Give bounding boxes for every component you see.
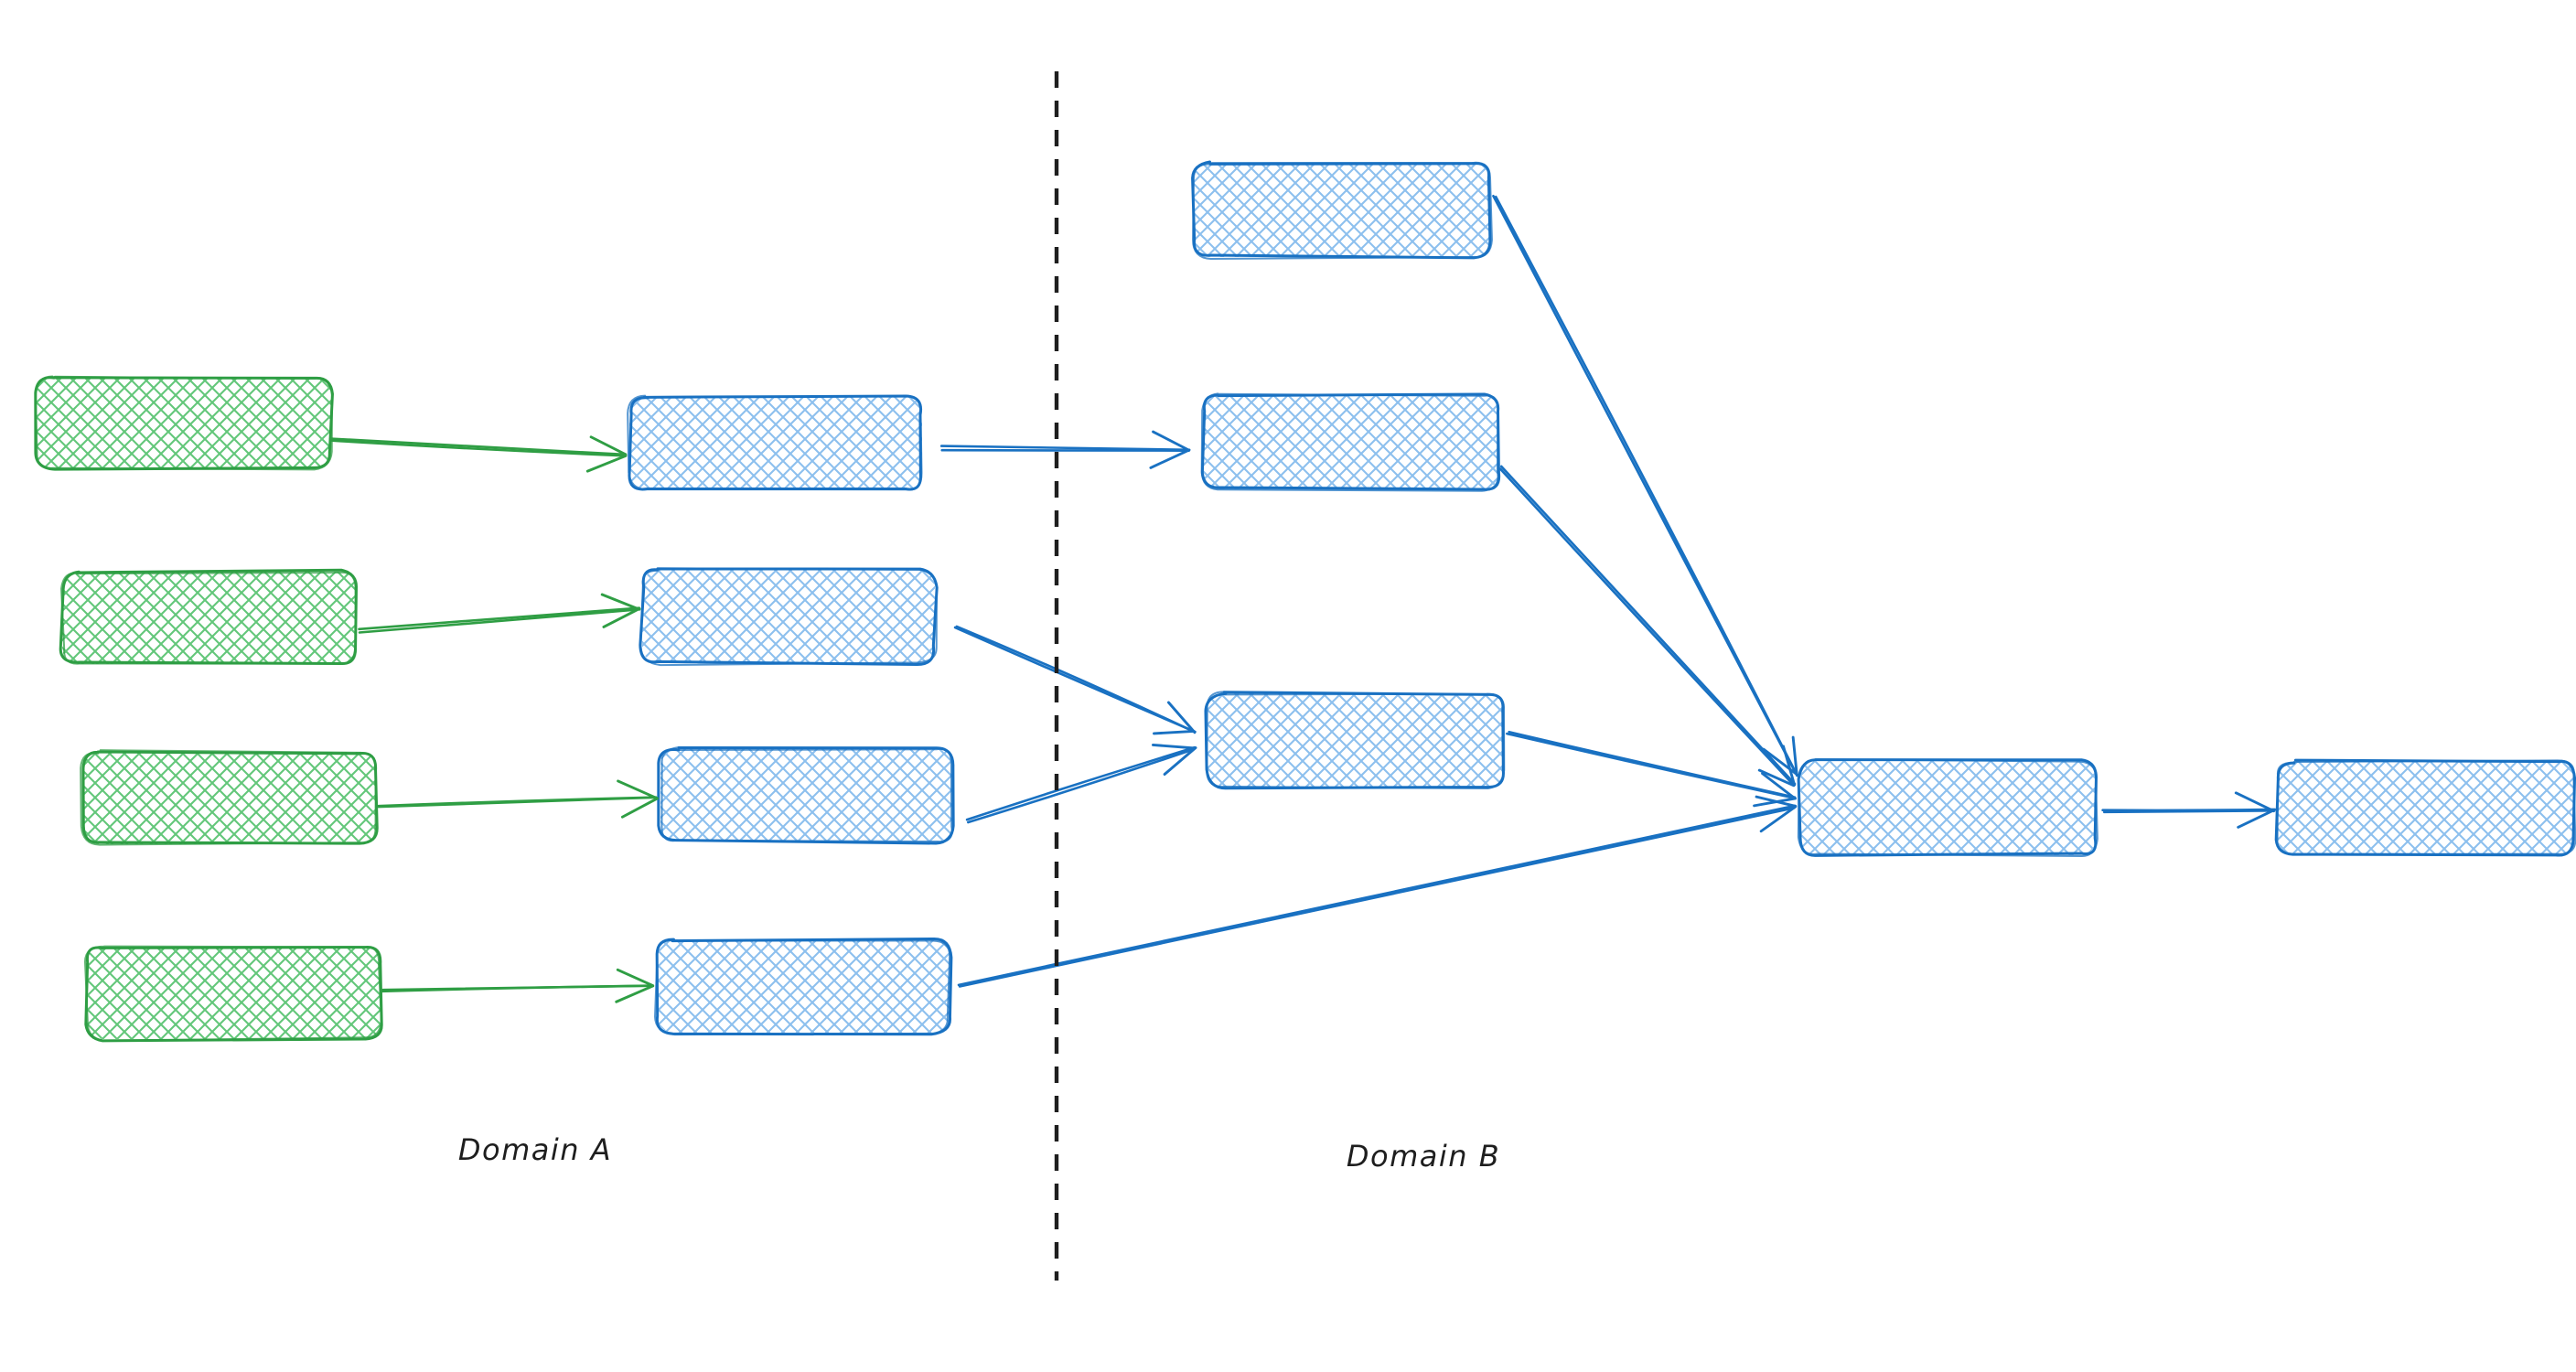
edge-e4[interactable] bbox=[380, 968, 655, 1003]
edge-arrowhead bbox=[620, 797, 659, 819]
edge-arrowhead bbox=[1152, 743, 1197, 750]
node-m4[interactable] bbox=[654, 937, 953, 1036]
node-outline bbox=[60, 571, 358, 665]
node-a2[interactable] bbox=[59, 568, 358, 666]
edge-shaft bbox=[1499, 465, 1797, 786]
node-fill bbox=[82, 752, 377, 844]
edge-shaft bbox=[958, 806, 1796, 988]
node-a1[interactable] bbox=[34, 375, 334, 471]
node-outline bbox=[83, 945, 382, 1042]
edge-arrowhead bbox=[1167, 701, 1197, 734]
edge-shaft bbox=[328, 437, 628, 456]
edge-shaft bbox=[953, 626, 1197, 734]
edge-arrowhead bbox=[1153, 729, 1196, 735]
node-a3[interactable] bbox=[80, 749, 379, 846]
node-fill bbox=[2278, 761, 2574, 855]
edge-arrowhead bbox=[1791, 735, 1798, 777]
edge-arrowhead bbox=[1755, 795, 1798, 808]
label-domain-b: Domain B bbox=[1347, 1139, 1500, 1174]
node-outline bbox=[1797, 758, 2098, 858]
node-fill bbox=[62, 572, 357, 664]
edge-shaft bbox=[967, 747, 1196, 824]
edge-e2[interactable] bbox=[358, 593, 641, 634]
edge-shaft bbox=[358, 608, 639, 634]
node-a4[interactable] bbox=[83, 945, 383, 1043]
node-fill bbox=[37, 377, 331, 469]
edge-arrowhead bbox=[1163, 746, 1197, 776]
node-outline bbox=[1200, 392, 1499, 492]
node-b2[interactable] bbox=[1200, 392, 1501, 492]
edge-e1[interactable] bbox=[328, 435, 628, 473]
node-fill bbox=[1194, 163, 1490, 257]
node-outline bbox=[627, 394, 923, 491]
node-fill bbox=[86, 947, 381, 1039]
edge-shaft bbox=[1492, 194, 1798, 777]
nodes-layer bbox=[34, 160, 2576, 1043]
node-fill bbox=[1800, 761, 2097, 855]
edge-arrowhead bbox=[1782, 745, 1797, 787]
node-outline bbox=[1192, 161, 1493, 261]
labels-layer: Domain A Domain B bbox=[458, 1132, 1500, 1174]
node-fill bbox=[1203, 395, 1499, 489]
node-m1[interactable] bbox=[627, 394, 923, 491]
edge-arrowhead bbox=[600, 593, 641, 611]
edge-e10[interactable] bbox=[1506, 730, 1798, 808]
edge-arrowhead bbox=[1759, 805, 1798, 833]
node-outline bbox=[80, 749, 377, 846]
edge-e8[interactable] bbox=[1492, 194, 1799, 777]
edge-shaft bbox=[358, 606, 641, 631]
node-fill bbox=[642, 570, 935, 663]
edge-arrowhead bbox=[2234, 791, 2275, 813]
edge-arrowhead bbox=[616, 968, 654, 987]
edge-e6[interactable] bbox=[953, 625, 1197, 735]
edge-e5[interactable] bbox=[939, 430, 1191, 469]
edge-shaft bbox=[380, 984, 655, 993]
node-b3[interactable] bbox=[1204, 691, 1506, 790]
node-outline bbox=[84, 946, 383, 1043]
edge-shaft bbox=[957, 804, 1797, 987]
node-outline bbox=[660, 746, 953, 843]
edge-e9[interactable] bbox=[1498, 465, 1797, 788]
edge-arrowhead bbox=[602, 606, 641, 628]
node-fill bbox=[660, 748, 953, 841]
edge-shaft bbox=[939, 445, 1191, 452]
node-outline bbox=[2276, 759, 2576, 855]
edge-arrowhead bbox=[1152, 430, 1191, 452]
edge-shaft bbox=[965, 745, 1197, 821]
edge-arrowhead bbox=[2237, 809, 2275, 829]
edge-shaft bbox=[2103, 809, 2276, 814]
edge-e11[interactable] bbox=[957, 795, 1798, 988]
edge-arrowhead bbox=[1149, 448, 1190, 469]
node-outline bbox=[1206, 691, 1506, 789]
node-fill bbox=[629, 397, 922, 490]
edge-e3[interactable] bbox=[377, 779, 660, 819]
node-outline bbox=[657, 745, 955, 845]
edge-shaft bbox=[330, 439, 628, 457]
node-outline bbox=[639, 567, 938, 667]
edge-arrowhead bbox=[617, 779, 660, 800]
edge-arrowhead bbox=[1757, 768, 1796, 788]
node-b1[interactable] bbox=[1191, 160, 1493, 261]
node-fill bbox=[657, 939, 950, 1033]
node-b5[interactable] bbox=[2274, 758, 2576, 857]
node-m3[interactable] bbox=[657, 745, 955, 845]
edge-e7[interactable] bbox=[965, 743, 1197, 824]
edge-arrowhead bbox=[589, 435, 628, 456]
node-m2[interactable] bbox=[639, 567, 939, 667]
node-outline bbox=[34, 375, 333, 471]
edge-shaft bbox=[377, 796, 658, 809]
edges-layer bbox=[328, 194, 2277, 1003]
label-domain-a: Domain A bbox=[458, 1132, 612, 1167]
node-b4[interactable] bbox=[1797, 758, 2098, 858]
edge-arrowhead bbox=[615, 984, 655, 1003]
edge-shaft bbox=[1506, 732, 1797, 800]
edge-arrowhead bbox=[585, 455, 628, 473]
node-outline bbox=[654, 939, 951, 1036]
edge-arrowhead bbox=[1761, 772, 1797, 800]
edge-shaft bbox=[1498, 467, 1796, 787]
node-fill bbox=[1208, 693, 1504, 788]
edge-e12[interactable] bbox=[2101, 791, 2277, 829]
